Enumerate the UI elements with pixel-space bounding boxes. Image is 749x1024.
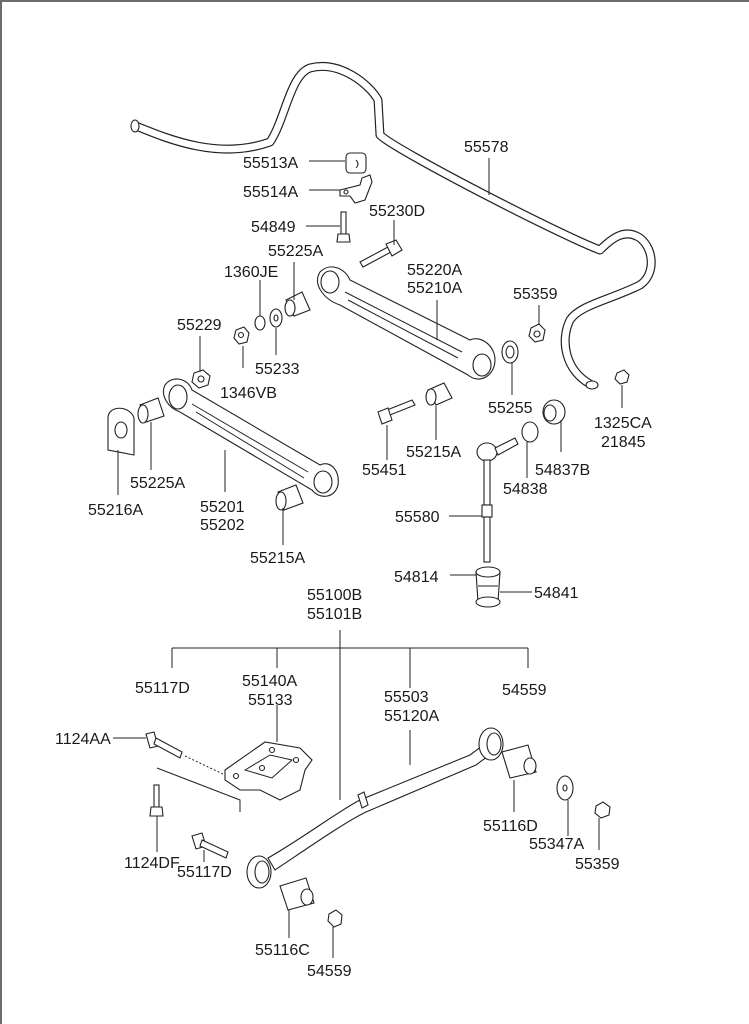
bar-end-eye-right <box>585 380 599 390</box>
washer-hole <box>273 314 279 322</box>
label-54849[interactable]: 54849 <box>251 219 296 236</box>
leader-lines <box>113 158 623 958</box>
nut-1346VB[interactable] <box>233 326 250 345</box>
label-1124AA[interactable]: 1124AA <box>55 731 111 748</box>
label-55117D-top[interactable]: 55117D <box>135 680 190 697</box>
bushing-55116D[interactable] <box>501 744 537 779</box>
bracket-55140A[interactable] <box>224 741 313 801</box>
bolt-55230D[interactable] <box>359 239 403 268</box>
nut-54559-low[interactable] <box>327 909 343 928</box>
label-55210A[interactable]: 55210A <box>407 280 462 297</box>
bolt-1124DF[interactable] <box>149 784 164 817</box>
label-55201[interactable]: 55201 <box>200 499 245 516</box>
label-55503[interactable]: 55503 <box>384 689 429 706</box>
control-arm-55201[interactable] <box>162 378 339 497</box>
bushing-55215A-low[interactable] <box>275 484 304 511</box>
nut-55359-top[interactable] <box>528 323 546 343</box>
nut-55359-low[interactable] <box>594 801 611 819</box>
label-55215A-mid[interactable]: 55215A <box>406 444 461 461</box>
bolt-1124AA[interactable] <box>145 731 226 776</box>
bushing-55225A-top[interactable] <box>284 291 311 317</box>
label-55229[interactable]: 55229 <box>177 317 222 334</box>
label-1124DF[interactable]: 1124DF <box>124 855 180 872</box>
ring-54838[interactable] <box>521 421 539 443</box>
label-55359-top[interactable]: 55359 <box>513 286 558 303</box>
lateral-rod-55503[interactable] <box>246 727 504 889</box>
bar-end-eye-left <box>130 119 140 133</box>
bushing-55225A-left[interactable] <box>137 397 165 424</box>
label-55514A[interactable]: 55514A <box>243 184 298 201</box>
label-55220A[interactable]: 55220A <box>407 262 462 279</box>
label-54814[interactable]: 54814 <box>394 569 439 586</box>
label-55202[interactable]: 55202 <box>200 517 245 534</box>
label-55347A[interactable]: 55347A <box>529 836 584 853</box>
bolt-54849[interactable] <box>336 211 351 243</box>
leader-1124DF-bracket <box>156 767 241 812</box>
bushing-54837B[interactable] <box>542 399 566 425</box>
label-55233[interactable]: 55233 <box>255 361 300 378</box>
washer-55255-hole <box>505 345 515 359</box>
label-1325CA[interactable]: 1325CA <box>594 415 652 432</box>
label-55120A[interactable]: 55120A <box>384 708 439 725</box>
label-55580[interactable]: 55580 <box>395 509 440 526</box>
label-55117D-low[interactable]: 55117D <box>177 864 232 881</box>
bracket-55514A[interactable] <box>339 174 373 204</box>
label-55101B[interactable]: 55101B <box>307 606 362 623</box>
label-54559-low[interactable]: 54559 <box>307 963 352 980</box>
label-55225A-left[interactable]: 55225A <box>130 475 185 492</box>
label-54837B[interactable]: 54837B <box>535 462 590 479</box>
stabilizer-bar[interactable] <box>130 62 656 390</box>
label-55225A-top[interactable]: 55225A <box>268 243 323 260</box>
label-54559-top[interactable]: 54559 <box>502 682 547 699</box>
label-1360JE[interactable]: 1360JE <box>224 264 278 281</box>
bushing-54841[interactable] <box>475 566 501 608</box>
label-54841[interactable]: 54841 <box>534 585 579 602</box>
ring-1360JE[interactable] <box>254 315 266 331</box>
control-arm-55220A[interactable] <box>317 266 496 380</box>
label-55255[interactable]: 55255 <box>488 400 533 417</box>
label-1346VB[interactable]: 1346VB <box>220 385 277 402</box>
label-54838[interactable]: 54838 <box>503 481 548 498</box>
label-55216A[interactable]: 55216A <box>88 502 143 519</box>
label-55116C[interactable]: 55116C <box>255 942 310 959</box>
bolt-55451[interactable] <box>377 399 416 425</box>
label-55215A-low[interactable]: 55215A <box>250 550 305 567</box>
label-55513A[interactable]: 55513A <box>243 155 298 172</box>
label-55140A[interactable]: 55140A <box>242 673 297 690</box>
label-55451[interactable]: 55451 <box>362 462 407 479</box>
leader-branches <box>171 648 529 688</box>
nut-55229[interactable] <box>191 369 211 389</box>
bushing-55215A-mid[interactable] <box>425 382 453 406</box>
plate-55216A[interactable] <box>107 407 135 456</box>
label-55100B[interactable]: 55100B <box>307 587 362 604</box>
label-55359-low[interactable]: 55359 <box>575 856 620 873</box>
stabilizer-link-55580[interactable] <box>476 437 519 563</box>
label-21845[interactable]: 21845 <box>601 434 646 451</box>
washer-55347A-hole <box>562 784 568 792</box>
label-55116D[interactable]: 55116D <box>483 818 538 835</box>
label-55230D[interactable]: 55230D <box>369 203 425 220</box>
bushing-55116C[interactable] <box>279 877 315 911</box>
bushing-55513A[interactable] <box>345 152 367 174</box>
nut-1325CA[interactable] <box>614 369 630 385</box>
part-labels: 55578 55513A 55514A 54849 55230D 55225A … <box>55 139 652 980</box>
bolt-55117D[interactable] <box>191 832 229 859</box>
label-55133[interactable]: 55133 <box>248 692 293 709</box>
label-55578[interactable]: 55578 <box>464 139 509 156</box>
